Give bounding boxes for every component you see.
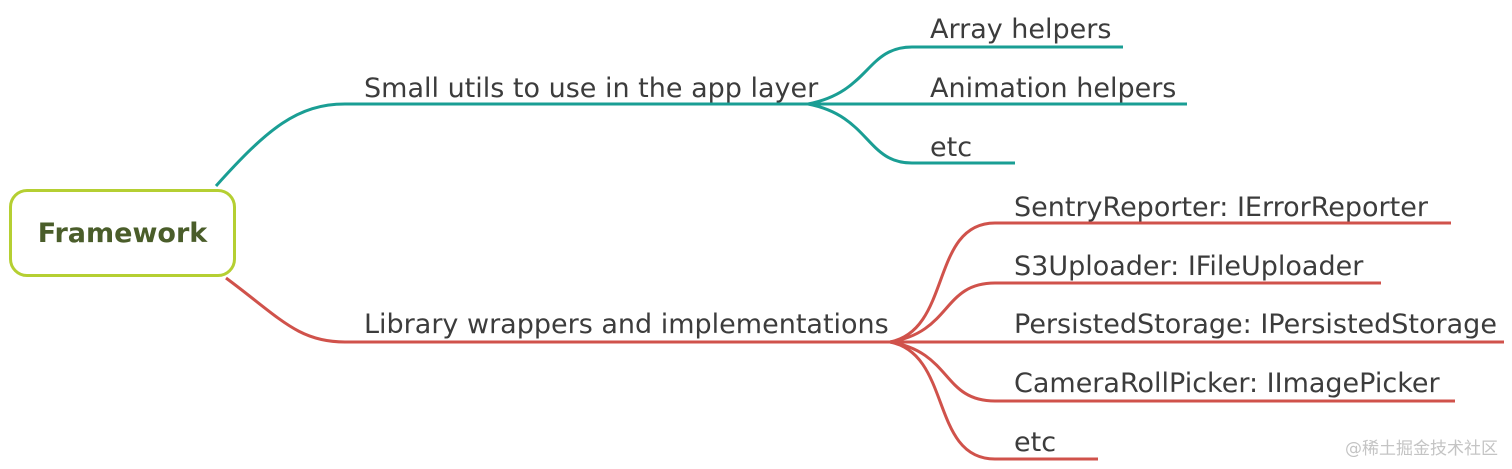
root-node-framework[interactable]: Framework (9, 189, 236, 277)
leaf-label-persisted[interactable]: PersistedStorage: IPersistedStorage (1014, 309, 1497, 340)
root-node-label: Framework (37, 217, 208, 249)
connector-utils-to-etc (807, 102, 913, 165)
leaf-label-s3[interactable]: S3Uploader: IFileUploader (1014, 251, 1364, 282)
leaf-label-animation-helpers[interactable]: Animation helpers (930, 73, 1177, 104)
leaf-label-camera[interactable]: CameraRollPicker: IImagePicker (1014, 368, 1440, 399)
leaf-label-utils-etc[interactable]: etc (930, 132, 973, 163)
connector-library-to-sentry (889, 221, 996, 344)
connector-library-to-etc (889, 340, 996, 461)
connector-library-to-camera (889, 340, 996, 403)
leaf-label-library-etc[interactable]: etc (1014, 427, 1057, 458)
connector-library-to-s3 (889, 281, 996, 344)
watermark: @稀土掘金技术社区 (1345, 439, 1498, 459)
leaf-label-sentry[interactable]: SentryReporter: IErrorReporter (1014, 192, 1428, 223)
connector-root-to-branch-utils (214, 102, 346, 188)
connector-utils-to-array (807, 45, 913, 106)
branch-label-utils[interactable]: Small utils to use in the app layer (364, 73, 819, 104)
leaf-label-array-helpers[interactable]: Array helpers (930, 14, 1112, 45)
branch-label-library[interactable]: Library wrappers and implementations (364, 309, 889, 340)
connector-root-to-branch-library (225, 276, 346, 344)
